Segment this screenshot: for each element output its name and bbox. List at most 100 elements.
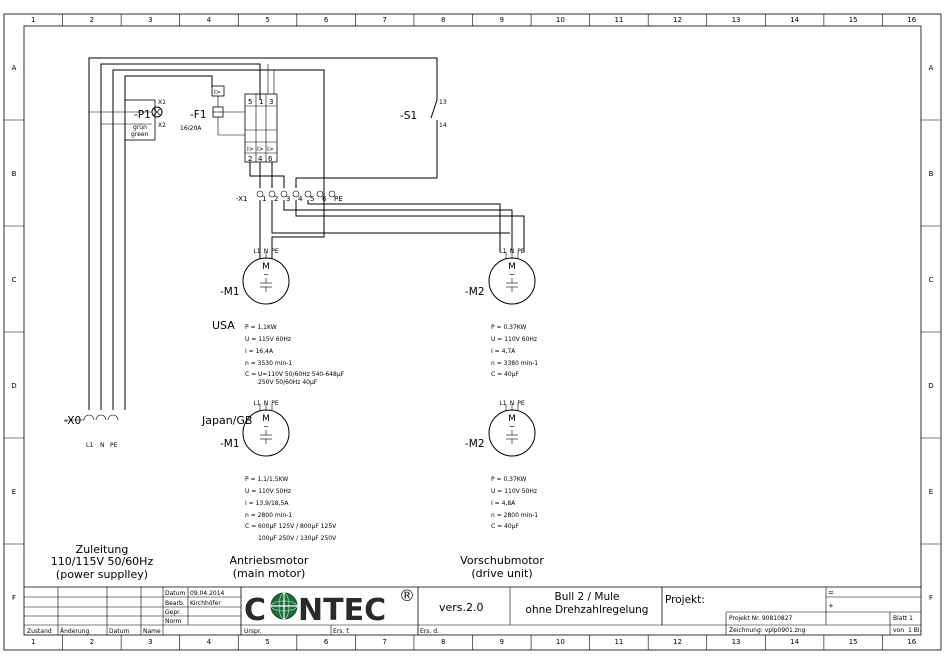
lamp-symbol [151, 106, 163, 118]
col-number: 13 [732, 638, 741, 646]
row-letter: B [929, 170, 934, 178]
col-number: 2 [90, 16, 94, 24]
f1-mid-1: I> [247, 146, 254, 153]
tb-datum2: Datum [109, 628, 129, 635]
row-letter: E [12, 488, 16, 496]
x1-terminal-label: 5 [310, 195, 314, 203]
m1-usa-region: USA [212, 319, 235, 332]
col-number: 12 [673, 16, 682, 24]
col-number: 8 [441, 638, 445, 646]
motor-terminal-label: N [510, 400, 515, 407]
spec-line: n = 3380 min-1 [491, 360, 538, 367]
wire-m2-n [283, 200, 513, 252]
motor-ac-symbol: ~ [509, 423, 515, 431]
motor-terminal-label: L1 [499, 400, 506, 407]
tb-von: von [893, 627, 904, 634]
logo-registered: ® [399, 586, 415, 605]
spec-line: U = 115V 60Hz [245, 336, 291, 343]
row-ticks [4, 119, 941, 545]
x0-terminal [107, 414, 119, 421]
spec-line: C = 40µF [491, 371, 519, 378]
tb-plus: + [828, 602, 834, 610]
contec-logo: C NTEC ® [244, 586, 415, 628]
motor-terminal-label: N [264, 400, 269, 407]
row-letter: A [929, 64, 934, 72]
col-number: 12 [673, 638, 682, 646]
caption-drive-2: (main motor) [233, 567, 306, 580]
f1-bot-6: 6 [268, 155, 273, 163]
caption-supply-3: (power supplley) [56, 568, 148, 581]
motor-m-symbol: M [262, 262, 270, 272]
x1-terminal-label: 6 [322, 195, 327, 203]
x1-terminal-strip [256, 190, 336, 198]
s1-t1: 13 [439, 99, 447, 106]
spec-line: P = 1,1/1,5KW [245, 476, 288, 483]
tb-norm-label: Norm [165, 618, 182, 625]
x1-terminal [256, 190, 264, 198]
caption-feed-2: (drive unit) [471, 567, 532, 580]
f1-mid-3: I> [267, 146, 274, 153]
row-letter: E [929, 488, 933, 496]
column-numbers: 1122334455667788991010111112121313141415… [31, 16, 917, 646]
s1-contact [430, 99, 438, 119]
tb-datum-label: Datum [165, 590, 185, 597]
caption-drive-1: Antriebsmotor [230, 554, 309, 567]
motor-terminal-label: L1 [253, 400, 260, 407]
motor-ac-symbol: ~ [263, 271, 269, 279]
col-number: 15 [849, 16, 858, 24]
tb-name: Name [143, 628, 161, 635]
x1-terminal [304, 190, 312, 198]
spec-line: C = 600µF 125V / 800µF 125V [245, 523, 337, 530]
lamp-color-de: grün [133, 124, 147, 131]
m2-usa-tag: -M2 [465, 286, 485, 298]
f1-bot-2: 2 [248, 155, 252, 163]
motor-m-symbol: M [508, 414, 516, 424]
col-number: 9 [500, 638, 504, 646]
col-number: 8 [441, 16, 445, 24]
x1-terminal-label: PE [334, 195, 343, 203]
tb-gepr-label: Gepr. [165, 609, 181, 616]
wire-f1-x1-3 [249, 162, 285, 188]
wire-lamp-feed [124, 75, 213, 410]
col-number: 7 [382, 16, 386, 24]
motor-terminal-label: N [510, 248, 515, 255]
x0-terminal [95, 414, 107, 421]
x1-terminal-label: 1 [262, 195, 266, 203]
x0-terminal [83, 414, 95, 421]
col-number: 11 [614, 638, 623, 646]
x1-terminal [328, 190, 336, 198]
x1-tag: -X1 [236, 195, 247, 203]
logo-letters-ntec: NTEC [298, 593, 386, 628]
col-number: 2 [90, 638, 94, 646]
x0-tag: -X0 [64, 415, 81, 427]
s1-tag: -S1 [400, 110, 417, 122]
spec-line: U = 110V 60Hz [491, 336, 537, 343]
m1-usa-tag: -M1 [220, 286, 240, 298]
tb-eq: = [828, 589, 834, 597]
col-number: 4 [207, 16, 212, 24]
m1-usa-specs: P = 1,1KW U = 115V 60Hz I = 16,4A n = 35… [245, 324, 345, 386]
spec-line: P = 1,1KW [245, 324, 277, 331]
m2-jp-specs: P = 0,37KW U = 110V 50Hz I = 4,8A n = 28… [491, 476, 538, 530]
col-number: 1 [31, 638, 35, 646]
motor-internals: M~M~M~M~ [259, 252, 519, 444]
wire-pe [112, 69, 325, 410]
motor-terminal-label: PE [271, 400, 279, 407]
col-number: 15 [849, 638, 858, 646]
logo-letter-c: C [244, 593, 266, 628]
caption-supply-1: Zuleitung [76, 543, 129, 556]
x1-terminal-label: 3 [286, 195, 290, 203]
x0-pe: PE [110, 442, 118, 449]
row-letter: A [12, 64, 17, 72]
drawing-frame [23, 25, 922, 636]
col-number: 7 [382, 638, 386, 646]
caption-feed-1: Vorschubmotor [460, 554, 544, 567]
f1-aux-label: I> [214, 89, 221, 96]
col-number: 11 [614, 16, 623, 24]
col-number: 6 [324, 16, 329, 24]
col-number: 10 [556, 638, 565, 646]
lamp-x2: X2 [158, 122, 166, 129]
motor-terminal-label: L1 [253, 248, 260, 255]
